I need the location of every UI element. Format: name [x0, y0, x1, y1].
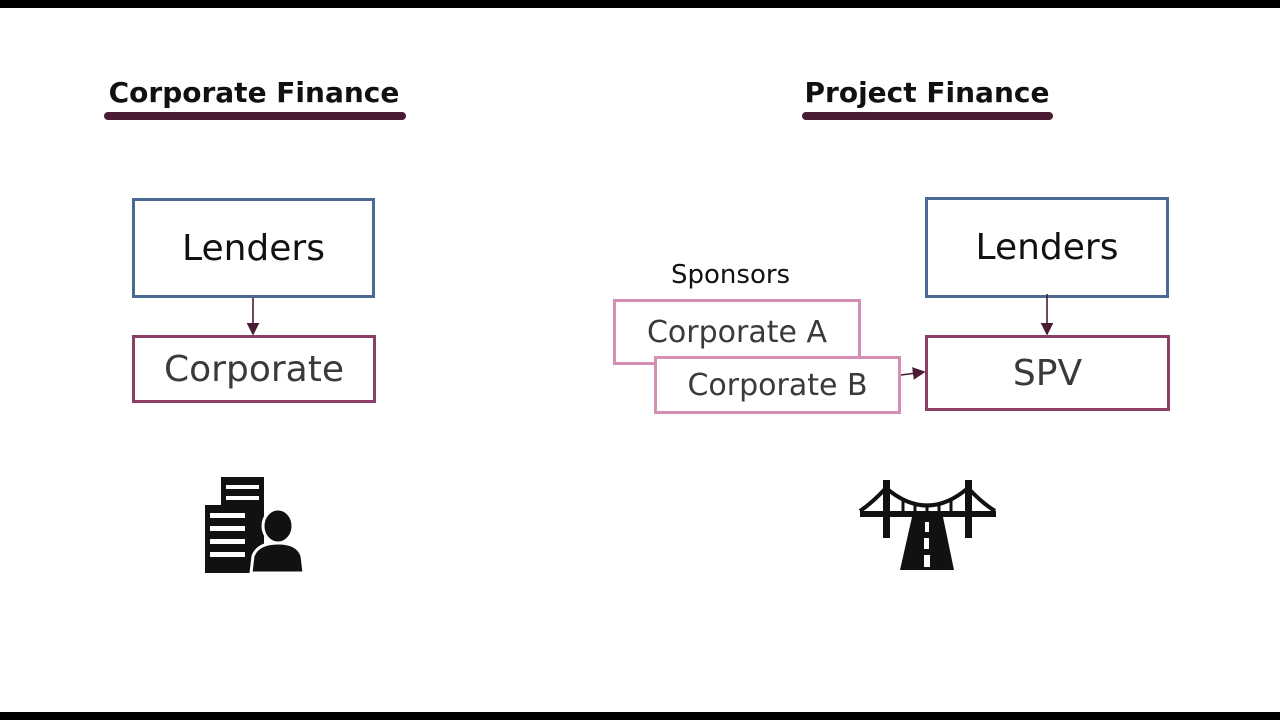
project-finance-heading: Project Finance — [804, 76, 1050, 109]
sponsors-to-spv-arrow — [900, 367, 926, 380]
corporate-b-label: Corporate B — [687, 367, 868, 403]
left-lenders-label: Lenders — [182, 227, 325, 269]
slide: Corporate Finance Lenders Corporate Proj… — [0, 8, 1280, 712]
diagram-graphics — [205, 294, 1054, 575]
bridge-road-icon — [858, 480, 997, 570]
business-person-building-icon — [205, 477, 306, 575]
sponsors-label: Sponsors — [671, 260, 791, 290]
left-lenders-box: Lenders — [132, 198, 375, 298]
corporate-label: Corporate — [164, 348, 344, 390]
corporate-finance-heading: Corporate Finance — [108, 76, 400, 109]
spv-box: SPV — [925, 335, 1170, 411]
corporate-b-box: Corporate B — [654, 356, 901, 414]
right-lenders-box: Lenders — [925, 197, 1169, 298]
corporate-a-box: Corporate A — [613, 299, 861, 365]
corporate-a-label: Corporate A — [646, 314, 828, 350]
project-finance-underline — [802, 112, 1053, 120]
right-lenders-label: Lenders — [975, 227, 1119, 268]
corporate-box: Corporate — [132, 335, 376, 403]
corporate-finance-underline — [104, 112, 406, 120]
spv-label: SPV — [1012, 352, 1083, 394]
